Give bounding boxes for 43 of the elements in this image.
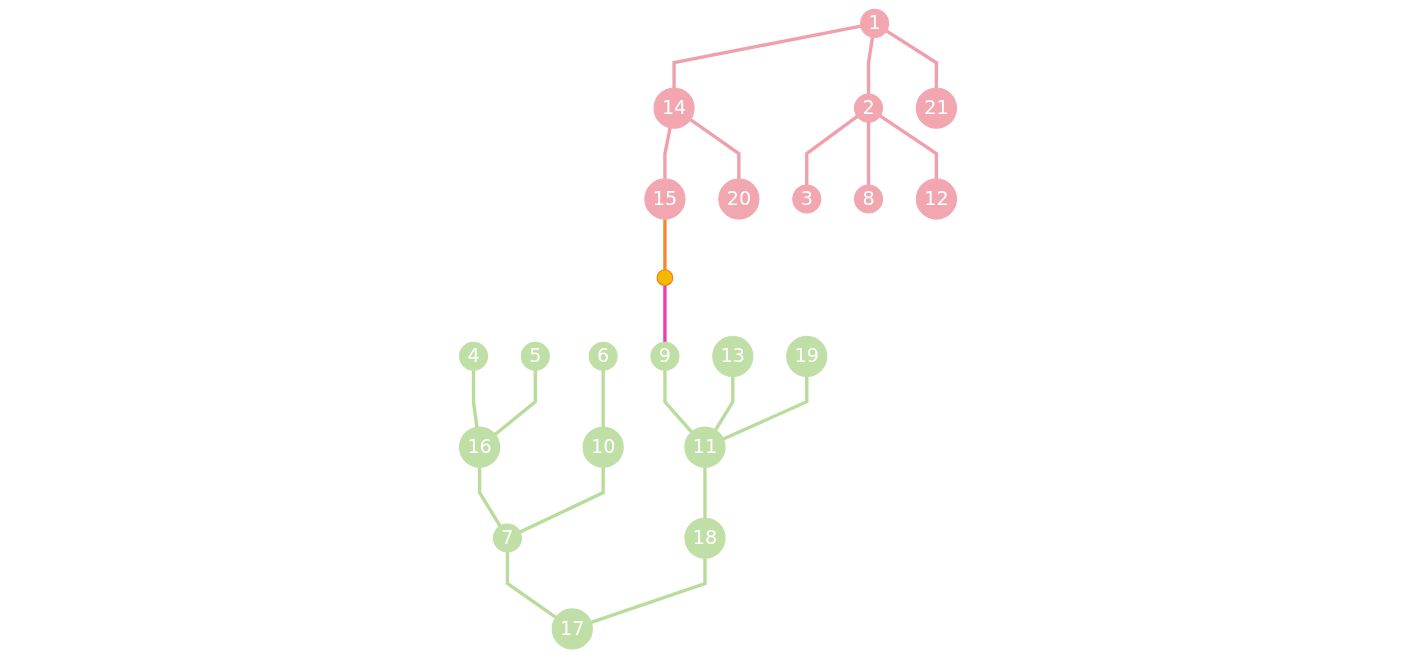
node-circle: 14 [653, 87, 695, 129]
node-star [656, 269, 674, 287]
connector [885, 29, 939, 89]
node-circle: 13 [712, 335, 754, 377]
node-circle: 9 [650, 341, 680, 371]
node-circle: 19 [786, 335, 828, 377]
connector [663, 285, 667, 343]
connector [722, 376, 809, 441]
node-circle: 21 [915, 87, 958, 129]
connector [805, 115, 859, 185]
connector [590, 558, 707, 624]
connector [672, 24, 862, 89]
connector [703, 467, 707, 518]
connector [477, 467, 502, 527]
connector [494, 370, 537, 436]
node-circle: 4 [458, 341, 489, 371]
node-circle: 16 [458, 426, 501, 468]
node-circle: 8 [853, 184, 884, 214]
node-circle: 5 [520, 341, 550, 371]
node-circle: 7 [492, 523, 522, 553]
node-circle: 2 [853, 93, 884, 123]
connector [714, 376, 735, 431]
node-circle: 3 [792, 184, 822, 214]
connector [689, 118, 741, 179]
node-circle: 18 [684, 517, 726, 559]
connector [663, 370, 693, 434]
connector [505, 552, 557, 619]
node-circle: 10 [582, 426, 624, 468]
connector [663, 127, 672, 179]
node-circle: 12 [915, 178, 958, 220]
connector [663, 219, 667, 270]
node-circle: 11 [684, 426, 726, 468]
connector [866, 122, 871, 185]
node-circle: 15 [644, 178, 686, 220]
node-circle: 17 [551, 608, 593, 650]
connector [601, 370, 605, 428]
connector [879, 114, 939, 179]
node-circle: 6 [588, 341, 618, 371]
connector [866, 36, 875, 95]
connector [471, 370, 479, 428]
node-circle: 20 [718, 178, 760, 220]
connector [519, 467, 605, 534]
node-circle: 1 [860, 8, 890, 38]
